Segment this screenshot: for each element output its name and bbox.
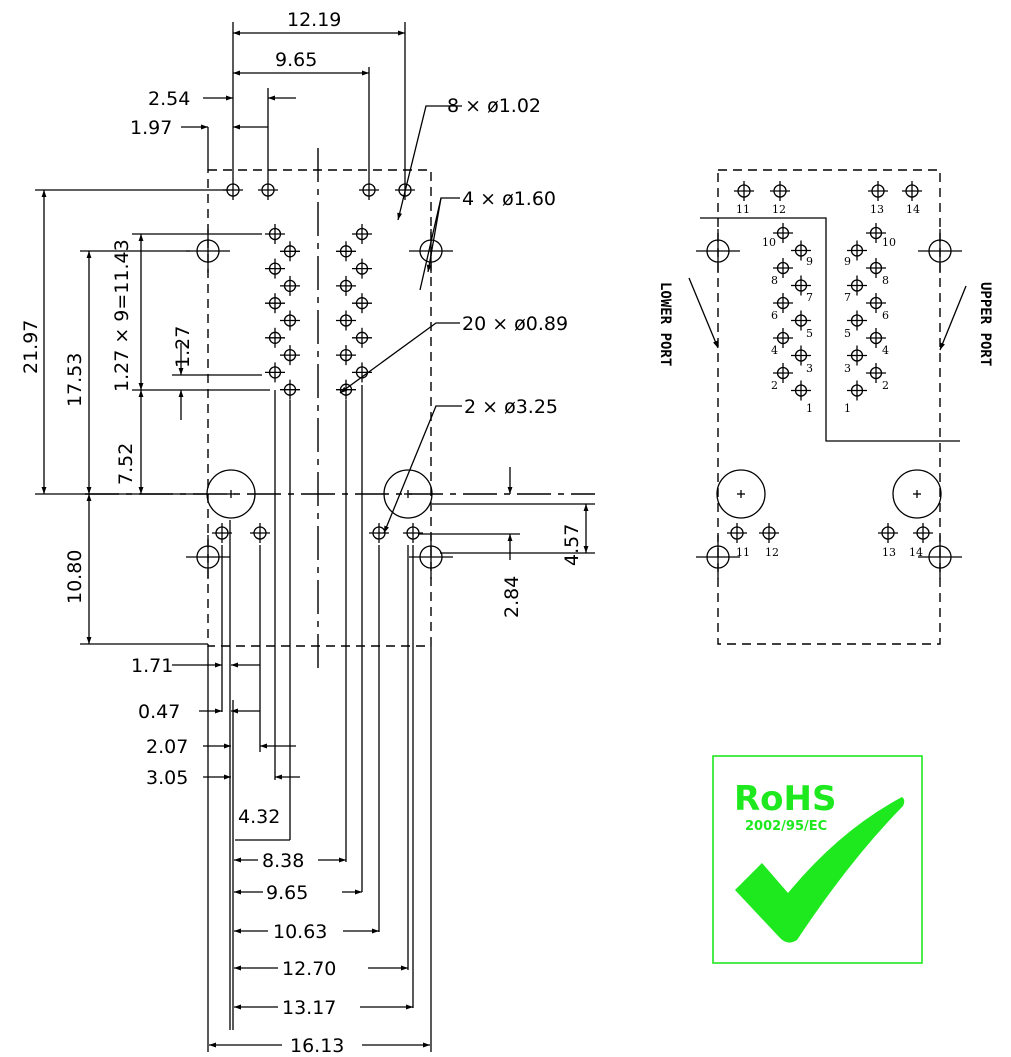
upper-pin-2: 2 — [882, 379, 889, 392]
rohs-title: RoHS — [734, 779, 836, 819]
dim-2-07: 2.07 — [146, 736, 188, 758]
callout-holes-1-60: 4 × ø1.60 — [462, 188, 556, 210]
upper-pin-10: 10 — [882, 236, 896, 249]
callout-holes-1-02: 8 × ø1.02 — [447, 95, 541, 117]
lower-pin-2: 2 — [771, 379, 778, 392]
dim-9-65-top: 9.65 — [275, 49, 317, 71]
port-leaders — [688, 277, 967, 351]
dim-4-57: 4.57 — [561, 524, 583, 566]
dim-2-54: 2.54 — [148, 88, 190, 110]
lower-pin-10: 10 — [762, 236, 776, 249]
dim-10-80: 10.80 — [64, 550, 86, 604]
dim-1-27: 1.27 — [172, 326, 194, 368]
dimension-lines — [35, 22, 595, 1052]
left-signal-holes — [265, 224, 372, 400]
pin-label-11-bottom: 11 — [736, 546, 750, 559]
rohs-logo: RoHS 2002/95/EC — [712, 755, 923, 964]
lower-port-label: LOWER PORT — [657, 282, 673, 366]
pin-label-13-top: 13 — [870, 203, 884, 216]
right-view-holes — [696, 181, 962, 579]
right-view-outline — [700, 169, 960, 645]
pin-numbers: 11 12 13 14 10 9 8 7 6 5 4 3 2 1 10 9 8 … — [736, 203, 923, 559]
dim-1-71: 1.71 — [131, 655, 173, 677]
dim-10-63: 10.63 — [273, 921, 327, 943]
dim-1-97: 1.97 — [130, 117, 172, 139]
lower-pin-6: 6 — [771, 309, 778, 322]
upper-pin-8: 8 — [882, 274, 889, 287]
dim-2-84: 2.84 — [501, 576, 523, 618]
left-view-outline — [207, 148, 432, 668]
pin-label-11-top: 11 — [736, 203, 750, 216]
dim-1-27-x9: 1.27 × 9=11.43 — [111, 239, 133, 392]
dim-21-97: 21.97 — [20, 320, 42, 374]
callout-holes-0-89: 20 × ø0.89 — [462, 313, 568, 335]
lower-pin-4: 4 — [771, 344, 778, 357]
upper-pin-6: 6 — [882, 309, 889, 322]
upper-pin-9: 9 — [844, 255, 851, 268]
pin-label-12-top: 12 — [772, 203, 786, 216]
lower-pin-9: 9 — [806, 255, 813, 268]
lower-pin-7: 7 — [806, 291, 813, 304]
rohs-directive: 2002/95/EC — [745, 819, 827, 834]
dim-7-52: 7.52 — [115, 443, 137, 485]
dim-13-17: 13.17 — [282, 997, 336, 1019]
rohs-checkmark-icon — [735, 797, 905, 943]
upper-pin-5: 5 — [844, 327, 851, 340]
dim-0-47: 0.47 — [138, 701, 180, 723]
upper-pin-3: 3 — [844, 362, 851, 375]
dim-12-19: 12.19 — [287, 9, 341, 31]
lower-pin-3: 3 — [806, 362, 813, 375]
callout-holes-3-25: 2 × ø3.25 — [464, 396, 558, 418]
pin-label-14-bottom: 14 — [909, 546, 923, 559]
upper-pin-1: 1 — [844, 402, 851, 415]
pin-label-12-bottom: 12 — [765, 546, 779, 559]
dim-3-05: 3.05 — [146, 767, 188, 789]
lower-pin-5: 5 — [806, 327, 813, 340]
port-labels: LOWER PORT UPPER PORT — [657, 282, 993, 366]
dimension-labels: 12.19 9.65 2.54 1.97 21.97 17.53 1.27 × … — [20, 9, 583, 1057]
dim-12-70: 12.70 — [282, 958, 336, 980]
dim-9-65-bottom: 9.65 — [266, 882, 308, 904]
hole-callouts: 8 × ø1.02 4 × ø1.60 20 × ø0.89 2 × ø3.25 — [447, 95, 568, 418]
dim-8-38: 8.38 — [262, 850, 304, 872]
left-shield-holes — [186, 229, 453, 579]
dim-16-13: 16.13 — [290, 1035, 344, 1057]
upper-port-label: UPPER PORT — [977, 282, 993, 366]
upper-pin-7: 7 — [844, 291, 851, 304]
pin-label-14-top: 14 — [906, 203, 920, 216]
lower-pin-1: 1 — [806, 402, 813, 415]
pin-label-13-bottom: 13 — [882, 546, 896, 559]
dim-17-53: 17.53 — [64, 353, 86, 407]
upper-pin-4: 4 — [882, 344, 889, 357]
dim-4-32: 4.32 — [238, 806, 280, 828]
lower-pin-8: 8 — [771, 274, 778, 287]
